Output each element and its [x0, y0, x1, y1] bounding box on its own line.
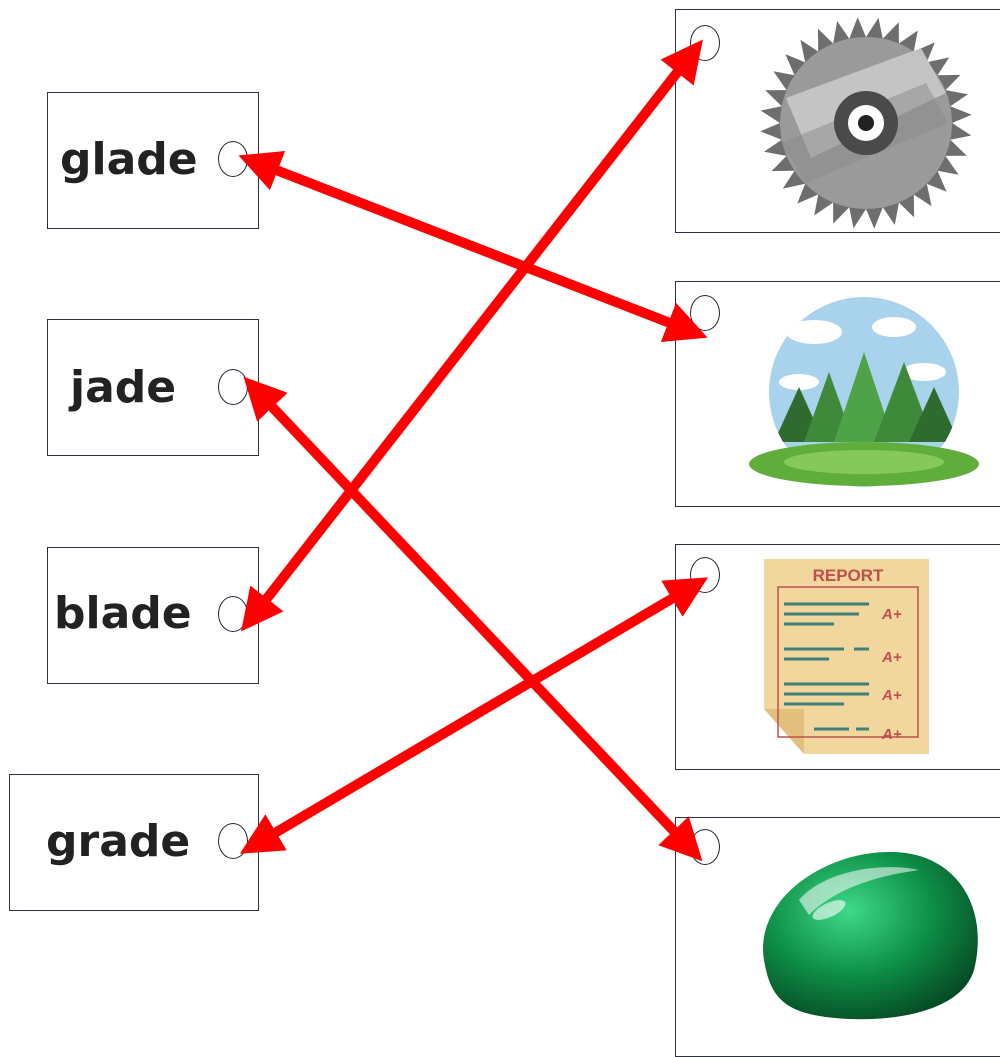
arrow-glade — [238, 151, 708, 342]
jade-stone-icon — [763, 851, 978, 1020]
arrow-blade — [241, 39, 703, 632]
picture-box-glade — [675, 281, 1000, 507]
report-card-icon: REPORT A+ A+ A+ A+ — [764, 559, 929, 754]
word-jade: jade — [70, 362, 177, 413]
word-grade: grade — [46, 816, 191, 867]
grade-mark-4: A+ — [881, 726, 902, 743]
report-title: REPORT — [813, 566, 884, 585]
grade-mark-1: A+ — [881, 606, 902, 623]
arrow-jade — [243, 376, 703, 862]
word-glade: glade — [60, 134, 198, 185]
forest-glade-icon — [749, 297, 979, 487]
saw-blade-icon — [760, 17, 972, 229]
grade-mark-3: A+ — [881, 687, 902, 704]
word-blade: blade — [54, 588, 192, 639]
arrow-grade — [239, 577, 709, 854]
word-box-grade — [9, 774, 259, 911]
picture-box-jade — [675, 817, 1000, 1057]
picture-box-saw — [675, 9, 1000, 233]
grade-mark-2: A+ — [881, 649, 902, 666]
